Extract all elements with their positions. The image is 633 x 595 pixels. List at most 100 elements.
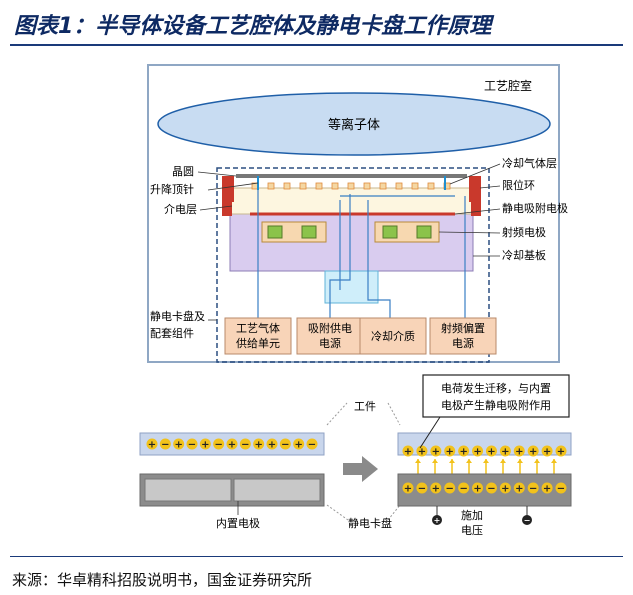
attraction-arrowhead-icon — [551, 459, 557, 463]
callout-line1: 电荷发生迁移，与内置 — [441, 381, 551, 395]
source-divider — [10, 556, 623, 557]
right-bottom-charge-sign: − — [557, 484, 565, 495]
label-rf-electrode: 射频电极 — [502, 225, 546, 239]
supply-box-coolant-line1: 冷却介质 — [371, 330, 415, 343]
right-top-charge-sign: + — [529, 447, 537, 458]
leader-chuck-left — [326, 504, 349, 521]
right-bottom-charge-sign: + — [473, 484, 481, 495]
left-charge-sign: − — [308, 440, 316, 451]
left-charge-sign: + — [201, 440, 209, 451]
limit-ring-right — [469, 176, 481, 202]
figure-source: 来源：华卓精科招股说明书，国金证券研究所 — [12, 571, 313, 589]
inner-electrode-left — [144, 478, 232, 502]
right-top-charge — [499, 445, 511, 457]
transition-arrow-icon — [343, 456, 378, 482]
plasma-label: 等离子体 — [328, 117, 380, 133]
right-bottom-charge-sign: − — [418, 484, 426, 495]
chamber-label: 工艺腔室 — [484, 78, 532, 93]
figure-title: 图表1：半导体设备工艺腔体及静电卡盘工作原理 — [14, 14, 492, 39]
attraction-arrowhead-icon — [466, 459, 472, 463]
supply-box-chuck-power-line2: 电源 — [319, 336, 341, 350]
right-top-charge — [458, 445, 470, 457]
attraction-arrowhead-icon — [449, 459, 455, 463]
right-top-charge-row: ++++++++++++ — [402, 445, 567, 458]
attraction-arrowhead-icon — [432, 459, 438, 463]
leader-cooling-gas — [449, 163, 501, 185]
plasma-ellipse — [157, 92, 551, 156]
right-top-charge-sign: + — [418, 447, 426, 458]
left-charge — [253, 438, 265, 450]
left-charge — [199, 438, 211, 450]
left-charge — [226, 438, 238, 450]
leader-workpiece-right — [387, 402, 401, 426]
label-inner-electrode: 内置电极 — [216, 516, 260, 530]
terminal-positive-sign: + — [434, 516, 441, 525]
supply-box-gas-line1: 工艺气体 — [236, 321, 280, 335]
supply-box-rf-bias — [429, 317, 497, 355]
right-top-charge-sign: + — [501, 447, 509, 458]
left-charge — [239, 438, 251, 450]
right-top-charge — [513, 445, 525, 457]
leader-limit-ring — [479, 185, 501, 189]
right-bottom-charge-sign: + — [432, 484, 440, 495]
limit-ring-left-foot — [222, 202, 232, 216]
left-charge-sign: + — [268, 440, 276, 451]
right-bottom-charge-sign: + — [404, 484, 412, 495]
limit-ring-right-foot — [471, 202, 481, 216]
right-bottom-charge — [485, 482, 497, 494]
dielectric-layer — [229, 187, 474, 215]
right-top-charge — [527, 445, 539, 457]
right-bottom-charge — [430, 482, 442, 494]
attraction-arrowhead-icon — [415, 459, 421, 463]
left-charge — [306, 438, 318, 450]
right-bottom-charge-sign: − — [446, 484, 454, 495]
right-top-charge — [402, 445, 414, 457]
label-es-electrode: 静电吸附电极 — [502, 201, 568, 215]
right-bottom-charge-sign: − — [487, 484, 495, 495]
callout-box — [422, 374, 570, 418]
leader-rf-electrode — [438, 231, 501, 234]
right-bottom-charge-sign: + — [543, 484, 551, 495]
rf-element — [267, 225, 283, 239]
label-assembly-line2: 配套组件 — [150, 326, 194, 340]
left-charge — [146, 438, 158, 450]
supply-box-gas-line2: 供给单元 — [236, 336, 280, 350]
left-charge — [173, 438, 185, 450]
left-charge — [159, 438, 171, 450]
rf-element — [382, 225, 398, 239]
right-top-charge-sign: + — [404, 447, 412, 458]
label-assembly-line1: 静电卡盘及 — [150, 309, 205, 323]
left-charge-row: +−+−+−+−++−+− — [146, 438, 318, 451]
right-top-charge-sign: + — [432, 447, 440, 458]
right-top-charge — [485, 445, 497, 457]
right-top-charge — [430, 445, 442, 457]
right-top-charge — [555, 445, 567, 457]
right-bottom-charge-sign: + — [501, 484, 509, 495]
right-bottom-charge — [555, 482, 567, 494]
left-charge-sign: + — [148, 440, 156, 451]
leader-es-electrode — [454, 208, 501, 215]
right-top-charge-sign: + — [446, 447, 454, 458]
label-voltage-line2: 电压 — [461, 524, 483, 537]
supply-box-rf-bias-line1: 射频偏置 — [441, 321, 485, 335]
right-bottom-charge — [472, 482, 484, 494]
label-voltage-line1: 施加 — [461, 509, 483, 522]
right-bottom-charge — [541, 482, 553, 494]
terminal-negative — [522, 515, 532, 525]
left-charge-sign: − — [281, 440, 289, 451]
leader-dielectric — [199, 205, 233, 211]
right-bottom-charge — [499, 482, 511, 494]
left-charge — [279, 438, 291, 450]
chuck-stem — [324, 270, 379, 304]
right-top-charge — [444, 445, 456, 457]
attraction-arrowhead-icon — [517, 459, 523, 463]
right-top-charge — [472, 445, 484, 457]
left-charge — [186, 438, 198, 450]
supply-box-gas — [224, 317, 292, 355]
left-charge — [293, 438, 305, 450]
rf-element — [416, 225, 432, 239]
supply-box-chuck-power-line1: 吸附供电 — [308, 321, 352, 335]
right-bottom-charge-row: +−+−−+−++−+− — [402, 482, 567, 495]
right-bottom-charge — [458, 482, 470, 494]
